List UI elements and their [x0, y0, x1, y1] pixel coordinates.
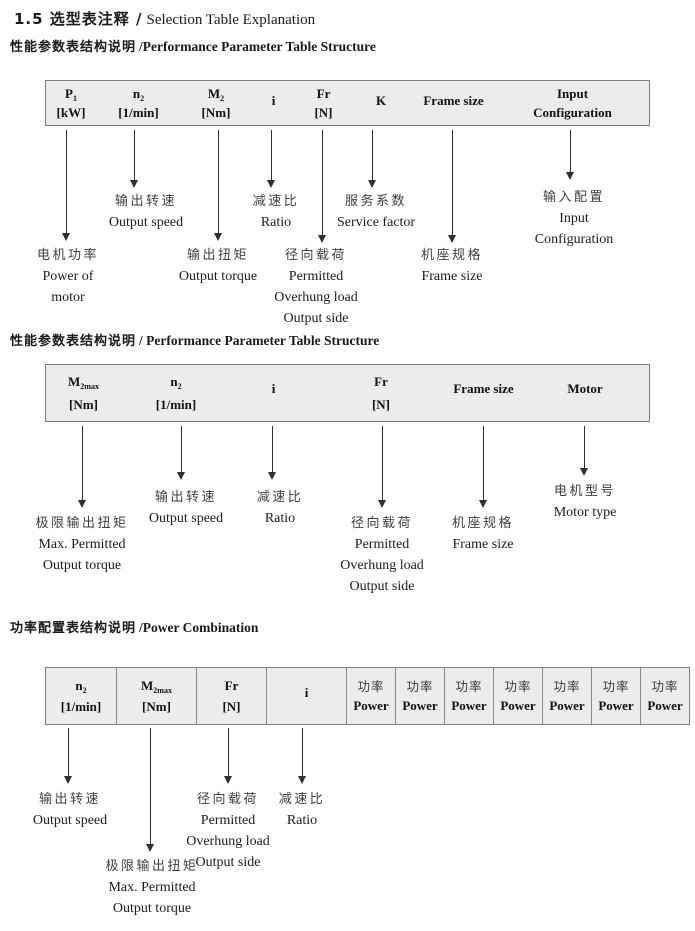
t1-col-m2: M2[Nm]: [201, 85, 231, 120]
down-arrow-t1-frame-size: [448, 130, 457, 243]
down-arrow-t3-n2: [64, 728, 73, 784]
page-title-en: Selection Table Explanation: [146, 12, 316, 28]
performance-table-2: M2max[Nm] n2[1/min] i Fr[N] Frame size M…: [45, 364, 650, 422]
label-t2-motor-type: 电机型号 Motor type: [553, 484, 617, 520]
t2-col-frame-size: Frame size: [453, 380, 514, 396]
label-t1-output-speed: 输出转速 Output speed: [108, 194, 184, 230]
t2-col-fr: Fr[N]: [371, 373, 391, 412]
page-title: 1.5 选型表注释 /Selection Table Explanation: [14, 8, 315, 29]
down-arrow-t1-fr: [318, 130, 327, 243]
label-t3-output-speed: 输出转速 Output speed: [32, 792, 108, 828]
section2-heading-zh: 性能参数表结构说明: [10, 334, 137, 349]
t1-col-n2: n2[1/min]: [118, 85, 159, 120]
t1-col-k: K: [375, 92, 387, 108]
down-arrow-t3-m2max: [146, 728, 155, 852]
label-t1-overhung-load: 径向载荷 Permitted Overhung load Output side: [274, 248, 358, 326]
down-arrow-t2-i: [268, 426, 277, 480]
label-t3-ratio: 减速比 Ratio: [278, 792, 326, 828]
section3-heading: 功率配置表结构说明/Power Combination: [10, 617, 258, 636]
section3-heading-zh: 功率配置表结构说明: [10, 621, 137, 636]
label-t2-frame-size: 机座规格 Frame size: [451, 516, 515, 552]
t2-col-motor: Motor: [567, 380, 603, 396]
label-t1-output-torque: 输出扭矩 Output torque: [178, 248, 258, 284]
down-arrow-t2-motor: [580, 426, 589, 476]
t3-col-fr: Fr[N]: [196, 668, 266, 724]
down-arrow-t3-fr: [224, 728, 233, 784]
label-t2-output-speed: 输出转速 Output speed: [148, 490, 224, 526]
performance-table-1: P1[kW] n2[1/min] M2[Nm] i Fr[N] K Frame …: [45, 80, 650, 126]
label-t1-power-of-motor: 电机功率 Power of motor: [36, 248, 100, 305]
label-t1-service-factor: 服务系数 Service factor: [336, 194, 416, 230]
down-arrow-t1-m2: [214, 130, 223, 241]
down-arrow-t1-n2: [130, 130, 139, 188]
section2-heading: 性能参数表结构说明/ Performance Parameter Table S…: [10, 330, 379, 349]
down-arrow-t1-p1: [62, 130, 71, 241]
down-arrow-t2-fr: [378, 426, 387, 508]
label-t2-overhung-load: 径向载荷 Permitted Overhung load Output side: [340, 516, 424, 594]
t2-col-n2: n2[1/min]: [155, 373, 197, 412]
down-arrow-t1-i: [267, 130, 276, 188]
page-title-zh: 1.5 选型表注释 /: [14, 10, 143, 28]
label-t3-overhung-load: 径向载荷 Permitted Overhung load Output side: [186, 792, 270, 870]
t2-col-m2max: M2max[Nm]: [68, 373, 99, 412]
label-t1-frame-size: 机座规格 Frame size: [420, 248, 484, 284]
section1-heading-en: /Performance Parameter Table Structure: [139, 39, 376, 54]
down-arrow-t1-input: [566, 130, 575, 180]
label-t2-max-output-torque: 极限输出扭矩 Max. Permitted Output torque: [35, 516, 129, 573]
label-t2-ratio: 减速比 Ratio: [256, 490, 304, 526]
t2-col-i: i: [271, 380, 276, 396]
section1-heading: 性能参数表结构说明/Performance Parameter Table St…: [10, 36, 376, 55]
section3-heading-en: /Power Combination: [139, 620, 259, 635]
label-t1-input-configuration: 输入配置 Input Configuration: [534, 190, 614, 247]
down-arrow-t1-k: [368, 130, 377, 188]
t1-col-i: i: [271, 92, 276, 108]
t1-col-frame-size: Frame size: [423, 92, 484, 108]
t1-col-p1: P1[kW]: [56, 85, 86, 120]
t3-col-m2max: M2max[Nm]: [116, 668, 196, 724]
t3-col-i: i: [266, 668, 346, 724]
label-t1-ratio: 减速比 Ratio: [252, 194, 300, 230]
t3-col-n2: n2[1/min]: [60, 677, 102, 714]
section1-heading-zh: 性能参数表结构说明: [10, 40, 137, 55]
down-arrow-t3-i: [298, 728, 307, 784]
down-arrow-t2-m2max: [78, 426, 87, 508]
label-t3-max-output-torque: 极限输出扭矩 Max. Permitted Output torque: [105, 859, 199, 916]
section2-heading-en: / Performance Parameter Table Structure: [139, 333, 380, 348]
t1-col-fr: Fr[N]: [314, 85, 333, 120]
down-arrow-t2-frame-size: [479, 426, 488, 508]
down-arrow-t2-n2: [177, 426, 186, 480]
